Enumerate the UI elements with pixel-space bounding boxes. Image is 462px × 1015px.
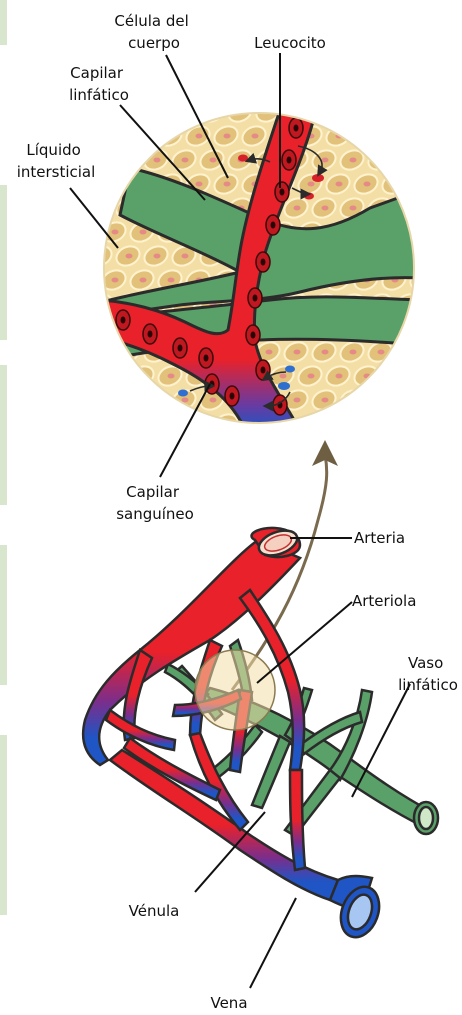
label-capilar-linfatico: Capilar linfático [69,64,129,104]
body-cell [393,99,422,125]
body-cell [393,387,422,413]
body-cell [379,411,408,437]
body-cell [379,363,408,389]
body-cell [113,387,142,413]
body-cell [407,171,436,197]
body-cell [351,411,380,437]
body-cell [99,363,128,389]
red-blood-cell [256,252,270,272]
body-cell [379,123,408,149]
red-blood-cell [246,325,260,345]
label-arteria: Arteria [354,529,405,547]
body-cell [309,99,338,125]
body-cell [127,123,156,149]
red-blood-cell [199,348,213,368]
body-cell [85,339,114,365]
label-vena: Vena [210,994,247,1012]
red-blood-cell [266,215,280,235]
red-blood-cell [282,150,296,170]
red-blood-cell [173,338,187,358]
red-blood-cell [225,386,239,406]
body-cell [323,411,352,437]
zoom-region [195,650,275,730]
body-cell [393,147,422,173]
body-cell [407,363,436,389]
body-cell [141,99,170,125]
body-cell [99,411,128,437]
body-cell [85,387,114,413]
body-cell [393,339,422,365]
body-cell [99,123,128,149]
label-leucocito: Leucocito [254,34,326,52]
label-vaso-linfatico: Vaso linfático [398,654,458,694]
body-cell [407,411,436,437]
body-cell [407,123,436,149]
label-arteriola: Arteriola [352,592,416,610]
body-cell [127,411,156,437]
body-cell [365,99,394,125]
red-blood-cell [275,182,289,202]
red-blood-cell [289,118,303,138]
body-cell [337,99,366,125]
label-liquido-intersticial: Líquido intersticial [17,141,96,181]
body-cell [155,411,184,437]
body-cell [85,195,114,221]
label-venula: Vénula [129,902,180,920]
body-cell [351,123,380,149]
label-capilar-sanguineo: Capilar sanguíneo [116,483,194,523]
zoom-circle [85,99,436,437]
body-cell [407,315,436,341]
red-blood-cell [248,288,262,308]
red-blood-cell [116,310,130,330]
body-cell [365,387,394,413]
blood-vessels [83,526,386,943]
label-celula: Célula del cuerpo [114,12,193,52]
red-blood-cell [143,324,157,344]
